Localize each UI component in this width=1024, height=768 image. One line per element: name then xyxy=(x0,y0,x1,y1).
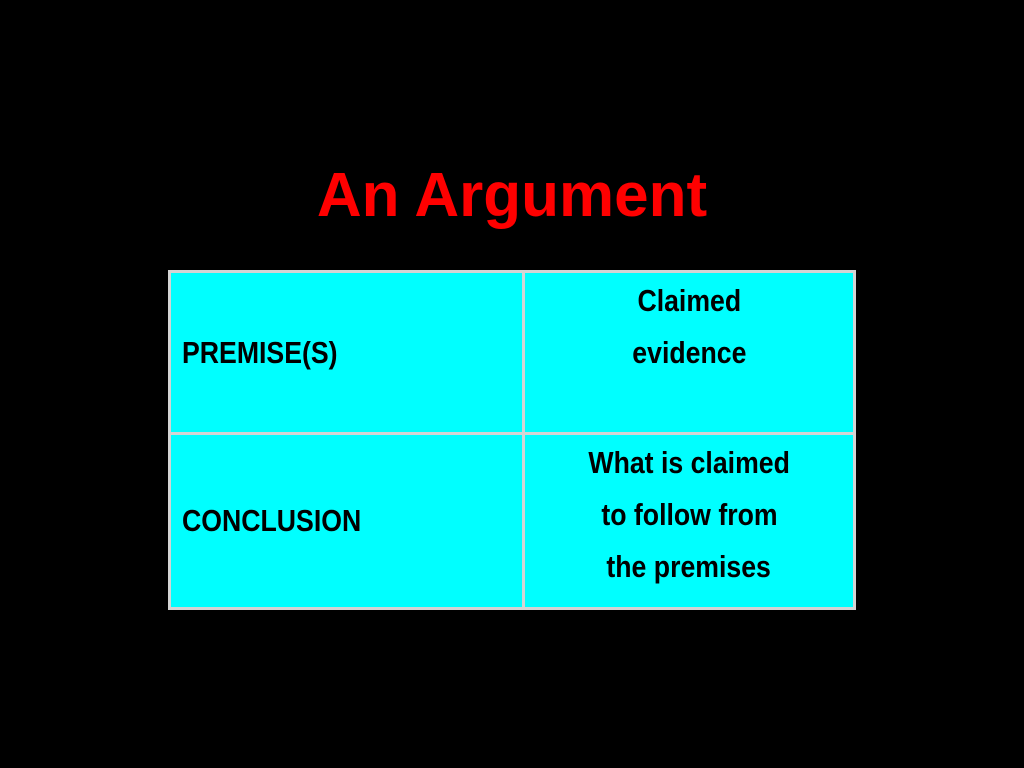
conclusion-description-cell: What is claimed to follow from the premi… xyxy=(522,432,856,610)
conclusion-description-text: to follow from xyxy=(600,497,778,532)
premises-description-text: evidence xyxy=(631,335,747,370)
table-row-conclusion: CONCLUSION What is claimed to follow fro… xyxy=(168,432,856,610)
premises-description-line: Claimed xyxy=(527,275,852,327)
conclusion-description-text: What is claimed xyxy=(588,445,790,480)
premises-description-text: Claimed xyxy=(637,283,741,318)
premises-description-line: evidence xyxy=(527,327,852,379)
premises-description-cell: Claimed evidence xyxy=(522,270,856,435)
argument-table: PREMISE(S) Claimed evidence CONCLUSION W… xyxy=(168,270,856,610)
slide-title: An Argument xyxy=(316,161,708,230)
conclusion-description-text: the premises xyxy=(606,549,772,584)
premises-label-cell: PREMISE(S) xyxy=(168,270,525,435)
conclusion-description-line: the premises xyxy=(527,541,852,593)
premises-label: PREMISE(S) xyxy=(182,334,338,370)
conclusion-label-cell: CONCLUSION xyxy=(168,432,525,610)
conclusion-description-line: What is claimed xyxy=(527,437,852,489)
conclusion-label: CONCLUSION xyxy=(182,503,362,538)
conclusion-description-line: to follow from xyxy=(527,489,852,541)
table-row-premises: PREMISE(S) Claimed evidence xyxy=(168,270,856,435)
